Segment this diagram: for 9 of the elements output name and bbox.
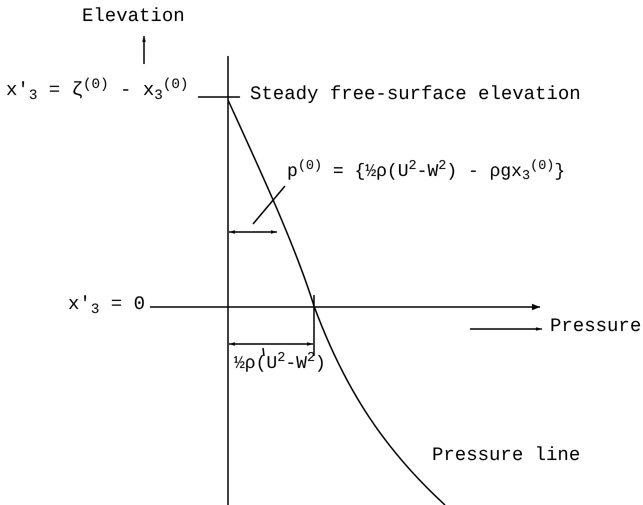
leader-line (262, 348, 265, 356)
formula-text: p$^{(0)}$ = {½ρ(U$^{2}$-W$^{2}$) - ρgx$_{3}$$^{(0)}$} (287, 160, 566, 184)
label-text: x'$_{3}$ = 0 (68, 292, 145, 316)
label-text: Steady free-surface elevation (250, 82, 581, 106)
label-text: Pressure (550, 314, 642, 338)
leader-line (252, 186, 286, 224)
label-text: Pressure line (432, 443, 580, 467)
label-text: Elevation (82, 4, 185, 28)
formula-text: ½ρ(U$^{2}$-W$^{2}$) (234, 352, 326, 376)
